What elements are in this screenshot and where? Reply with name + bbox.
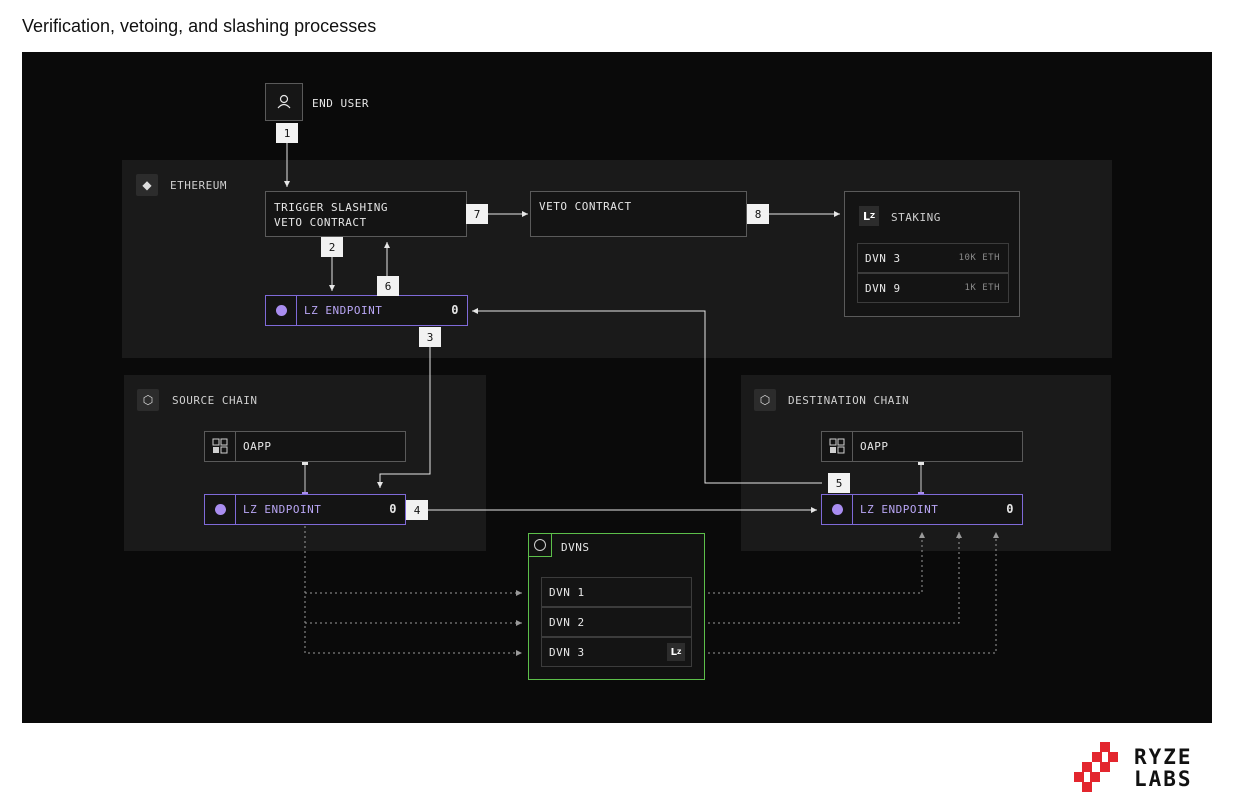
cube-icon: ⬡ (754, 389, 776, 411)
grid-apps-icon (212, 438, 228, 454)
brand-line-1: RYZE (1134, 745, 1193, 769)
cube-icon: ⬡ (137, 389, 159, 411)
source-lz-endpoint: LZ ENDPOINT 0 (204, 494, 406, 525)
end-user-label: END USER (312, 97, 369, 110)
diagram-canvas: END USER ◆ ETHEREUM TRIGGER SLASHING VET… (22, 52, 1212, 723)
dvn-row: DVN 2 (541, 607, 692, 637)
ethereum-icon: ◆ (136, 174, 158, 196)
lz-endpoint-label: LZ ENDPOINT (304, 304, 383, 317)
lz-endpoint-label: LZ ENDPOINT (860, 503, 939, 516)
trigger-line-2: VETO CONTRACT (274, 216, 367, 229)
oapp-label: OAPP (243, 440, 272, 453)
staking-dvn-name: DVN 3 (865, 252, 901, 265)
dvn-name: DVN 2 (549, 616, 585, 629)
endpoint-dot-icon (275, 305, 287, 316)
ryze-labs-logo: RYZE LABS (1072, 740, 1217, 795)
lz-endpoint-label: LZ ENDPOINT (243, 503, 322, 516)
step-badge-4: 4 (406, 500, 428, 520)
dvn-name: DVN 1 (549, 586, 585, 599)
staking-amount: 10K ETH (958, 253, 1000, 263)
staking-label: STAKING (891, 211, 941, 224)
ethereum-label: ETHEREUM (170, 179, 227, 192)
trigger-slashing-veto-box: TRIGGER SLASHING VETO CONTRACT (265, 191, 467, 237)
end-user-box (265, 83, 303, 121)
destination-chain-label: DESTINATION CHAIN (788, 394, 910, 407)
source-oapp: OAPP (204, 431, 406, 462)
step-badge-8: 8 (747, 204, 769, 224)
destination-oapp: OAPP (821, 431, 1023, 462)
endpoint-dot-icon (831, 504, 843, 515)
endpoint-dot-icon (214, 504, 226, 515)
step-badge-2: 2 (321, 237, 343, 257)
grid-apps-icon (829, 438, 845, 454)
step-badge-3: 3 (419, 327, 441, 347)
staking-row: DVN 9 1K ETH (857, 273, 1009, 303)
staking-row: DVN 3 10K ETH (857, 243, 1009, 273)
step-badge-6: 6 (377, 276, 399, 296)
page-title: Verification, vetoing, and slashing proc… (22, 16, 377, 36)
brand-line-2: LABS (1134, 767, 1193, 791)
dvn-name: DVN 3 (549, 646, 585, 659)
veto-contract-box: VETO CONTRACT (530, 191, 747, 237)
veto-contract-label: VETO CONTRACT (539, 200, 632, 213)
trigger-line-1: TRIGGER SLASHING (274, 201, 388, 214)
staking-dvn-name: DVN 9 (865, 282, 901, 295)
step-badge-7: 7 (466, 204, 488, 224)
lz-endpoint-value: 0 (1006, 502, 1014, 516)
oapp-label: OAPP (860, 440, 889, 453)
dvn-row: DVN 1 (541, 577, 692, 607)
staking-amount: 1K ETH (964, 283, 1000, 293)
destination-lz-endpoint: LZ ENDPOINT 0 (821, 494, 1023, 525)
ryze-labs-mark-icon (1074, 742, 1118, 792)
source-chain-label: SOURCE CHAIN (172, 394, 258, 407)
lz-endpoint-value: 0 (451, 303, 459, 317)
dvns-icon (529, 534, 552, 557)
ethereum-lz-endpoint: LZ ENDPOINT 0 (265, 295, 468, 326)
dvns-label: DVNS (561, 541, 590, 554)
step-badge-5: 5 (828, 473, 850, 493)
lz-endpoint-value: 0 (389, 502, 397, 516)
user-icon (277, 94, 291, 109)
step-badge-1: 1 (276, 123, 298, 143)
